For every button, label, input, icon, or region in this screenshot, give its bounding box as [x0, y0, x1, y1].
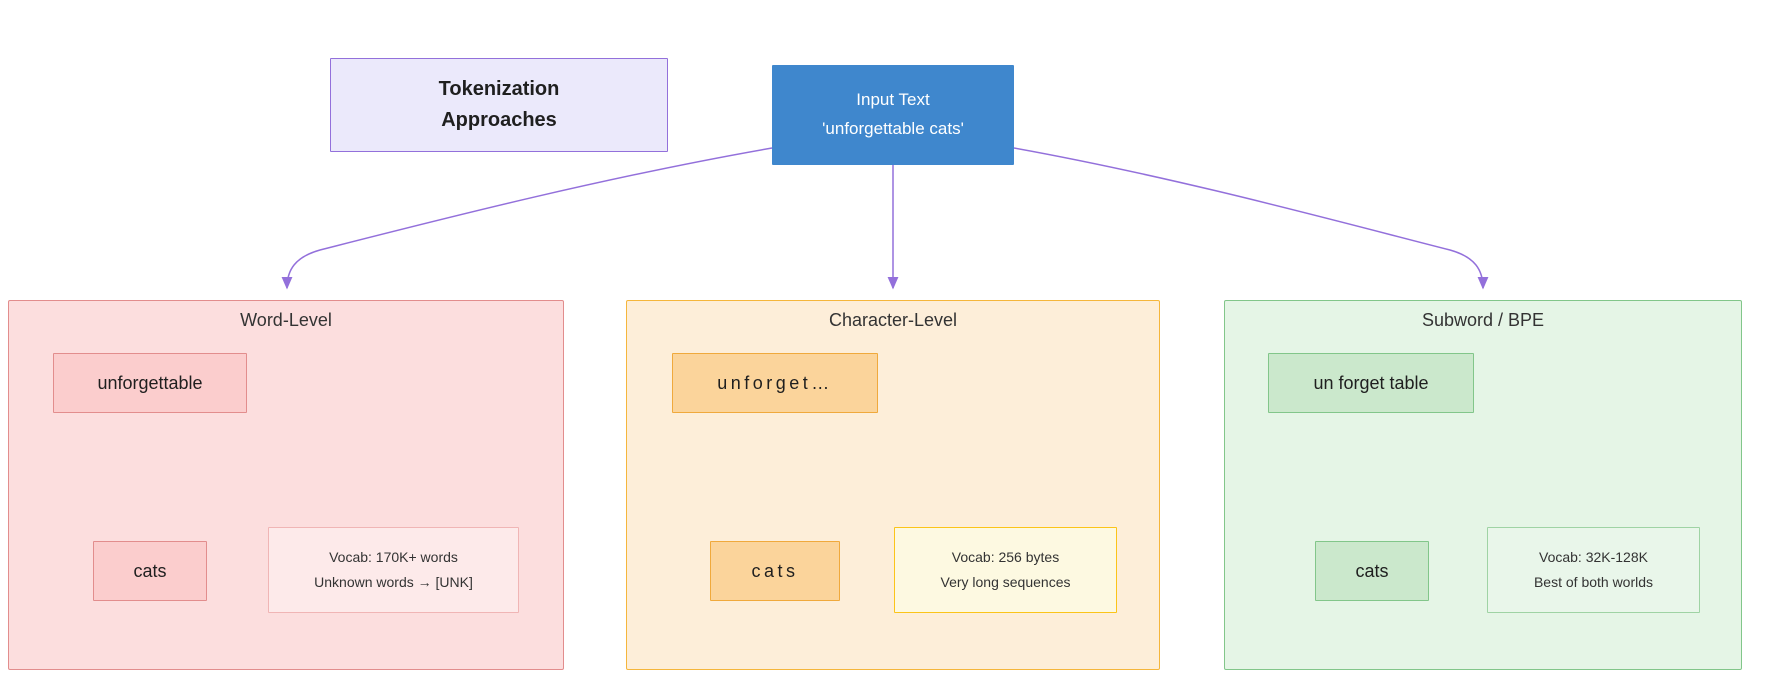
subword-bpe-note-line-2: Best of both worlds	[1533, 574, 1654, 590]
input-text-line-2: 'unforgettable cats'	[822, 119, 964, 138]
cluster-label-word-level: Word-Level	[240, 310, 332, 330]
input-text-node[interactable]: Input Text 'unforgettable cats'	[772, 65, 1014, 165]
word-level-note-line-2: Unknown words → [UNK]	[314, 574, 473, 590]
token-unforgettable-label: unforgettable	[97, 372, 203, 393]
token-cats-subword[interactable]: cats	[1315, 541, 1429, 601]
input-text-line-1: Input Text	[856, 90, 930, 110]
token-cats-word-label: cats	[133, 560, 167, 581]
edge-input-to-subword-bpe	[1013, 147, 1489, 290]
token-cats-chars-label: cats	[751, 560, 799, 581]
token-cats-word[interactable]: cats	[93, 541, 207, 601]
word-level-note[interactable]: Vocab: 170K+ words Unknown words → [UNK]	[268, 527, 519, 613]
token-cats-subword-label: cats	[1355, 560, 1389, 581]
title-line-2: Approaches	[441, 109, 557, 131]
token-unforgettable[interactable]: unforgettable	[53, 353, 247, 413]
token-un-forget-table[interactable]: un forget table	[1268, 353, 1474, 413]
cluster-label-character-level: Character-Level	[828, 310, 958, 330]
token-un-forget-table-label: un forget table	[1313, 372, 1429, 393]
token-unforget-chars[interactable]: unforget…	[672, 353, 878, 413]
subword-bpe-note[interactable]: Vocab: 32K-128K Best of both worlds	[1487, 527, 1700, 613]
edge-input-to-word-level	[281, 147, 773, 290]
character-level-note-line-2: Very long sequences	[940, 574, 1071, 590]
token-unforget-chars-label: unforget…	[717, 372, 833, 393]
character-level-note[interactable]: Vocab: 256 bytes Very long sequences	[894, 527, 1117, 613]
cluster-label-subword-bpe: Subword / BPE	[1421, 310, 1545, 330]
character-level-note-line-1: Vocab: 256 bytes	[951, 549, 1060, 566]
word-level-note-line-1: Vocab: 170K+ words	[329, 549, 458, 566]
tokenization-approaches-title-node[interactable]: Tokenization Approaches	[330, 58, 668, 152]
token-cats-chars[interactable]: cats	[710, 541, 840, 601]
subword-bpe-note-line-1: Vocab: 32K-128K	[1539, 549, 1648, 566]
title-line-1: Tokenization	[438, 78, 560, 100]
